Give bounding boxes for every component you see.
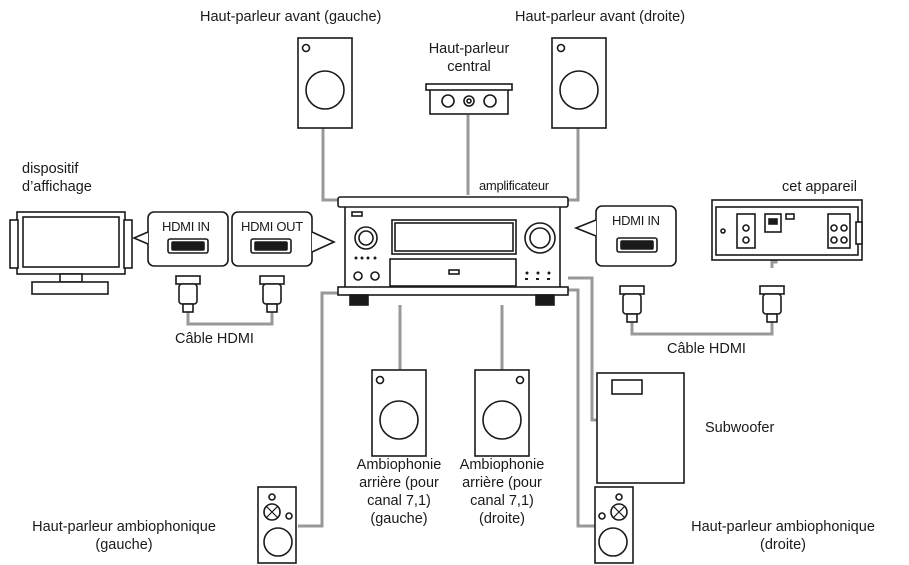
front-left-speaker [297, 37, 353, 129]
center-label-line2: central [447, 59, 491, 75]
rear-right-line1: Ambiophonie [459, 457, 545, 473]
hdmi-in-label: HDMI IN [162, 219, 210, 234]
front-right-label: Haut-parleur avant (droite) [515, 9, 686, 25]
hdmi-out-callout [231, 211, 336, 267]
rear-left-label: Ambiophonie arrière (pour canal 7,1) (ga… [346, 456, 452, 528]
hdmi-in-right-label: HDMI IN [612, 213, 660, 228]
wire-front-left [321, 128, 345, 202]
surround-right-line2: (droite) [760, 537, 806, 553]
center-label-line1: Haut-parleur [428, 41, 510, 57]
surround-left-line1: Haut-parleur ambiophonique [32, 519, 216, 535]
amplifier [337, 196, 569, 306]
hdmi-plug-3 [619, 285, 645, 323]
display-device [9, 211, 133, 295]
front-left-label: Haut-parleur avant (gauche) [200, 9, 382, 25]
center-label: Haut-parleur central [420, 40, 518, 76]
wire-surround-right [565, 288, 595, 528]
hdmi-out-label: HDMI OUT [241, 219, 303, 234]
hdmi-plug-4 [759, 285, 785, 323]
amplifier-label: amplificateur [479, 178, 549, 193]
subwoofer-label: Subwoofer [705, 420, 775, 436]
wire-hdmi-left [186, 312, 274, 326]
subwoofer [596, 372, 685, 484]
rear-left-line2: arrière (pour [359, 475, 439, 491]
rear-left-line1: Ambiophonie [356, 457, 442, 473]
hdmi-cable-left-label: Câble HDMI [175, 331, 254, 347]
rear-right-label: Ambiophonie arrière (pour canal 7,1) (dr… [449, 456, 555, 528]
surround-left-line2: (gauche) [95, 537, 153, 553]
rear-left-line4: (gauche) [370, 511, 428, 527]
amplifier-buttons [354, 256, 551, 280]
rear-right-line4: (droite) [479, 511, 525, 527]
hdmi-plug-2 [259, 275, 285, 313]
wire-front-right [560, 128, 580, 202]
this-unit-label: cet appareil [782, 179, 857, 195]
player-device [711, 199, 863, 261]
wire-subwoofer [568, 276, 598, 422]
front-right-speaker [551, 37, 607, 129]
rear-right-line2: arrière (pour [462, 475, 542, 491]
hdmi-cable-right-label: Câble HDMI [667, 341, 746, 357]
rear-left-speaker [371, 369, 427, 457]
rear-left-line3: canal 7,1) [367, 493, 431, 509]
hdmi-in-right-callout [573, 205, 677, 267]
hdmi-plug-1 [175, 275, 201, 313]
surround-right-speaker [594, 486, 634, 564]
surround-right-line1: Haut-parleur ambiophonique [691, 519, 875, 535]
display-label-line1: dispositif [22, 161, 79, 177]
surround-left-speaker [257, 486, 297, 564]
center-speaker [425, 83, 513, 115]
hdmi-in-callout [131, 211, 229, 267]
rear-right-speaker [474, 369, 530, 457]
surround-left-label: Haut-parleur ambiophonique (gauche) [4, 518, 244, 554]
rear-right-line3: canal 7,1) [470, 493, 534, 509]
wire-surround-left [298, 291, 340, 528]
display-label-line2: d’affichage [22, 179, 92, 195]
display-label: dispositif d’affichage [22, 160, 122, 196]
wire-hdmi-right [630, 322, 774, 336]
surround-right-label: Haut-parleur ambiophonique (droite) [663, 518, 903, 554]
